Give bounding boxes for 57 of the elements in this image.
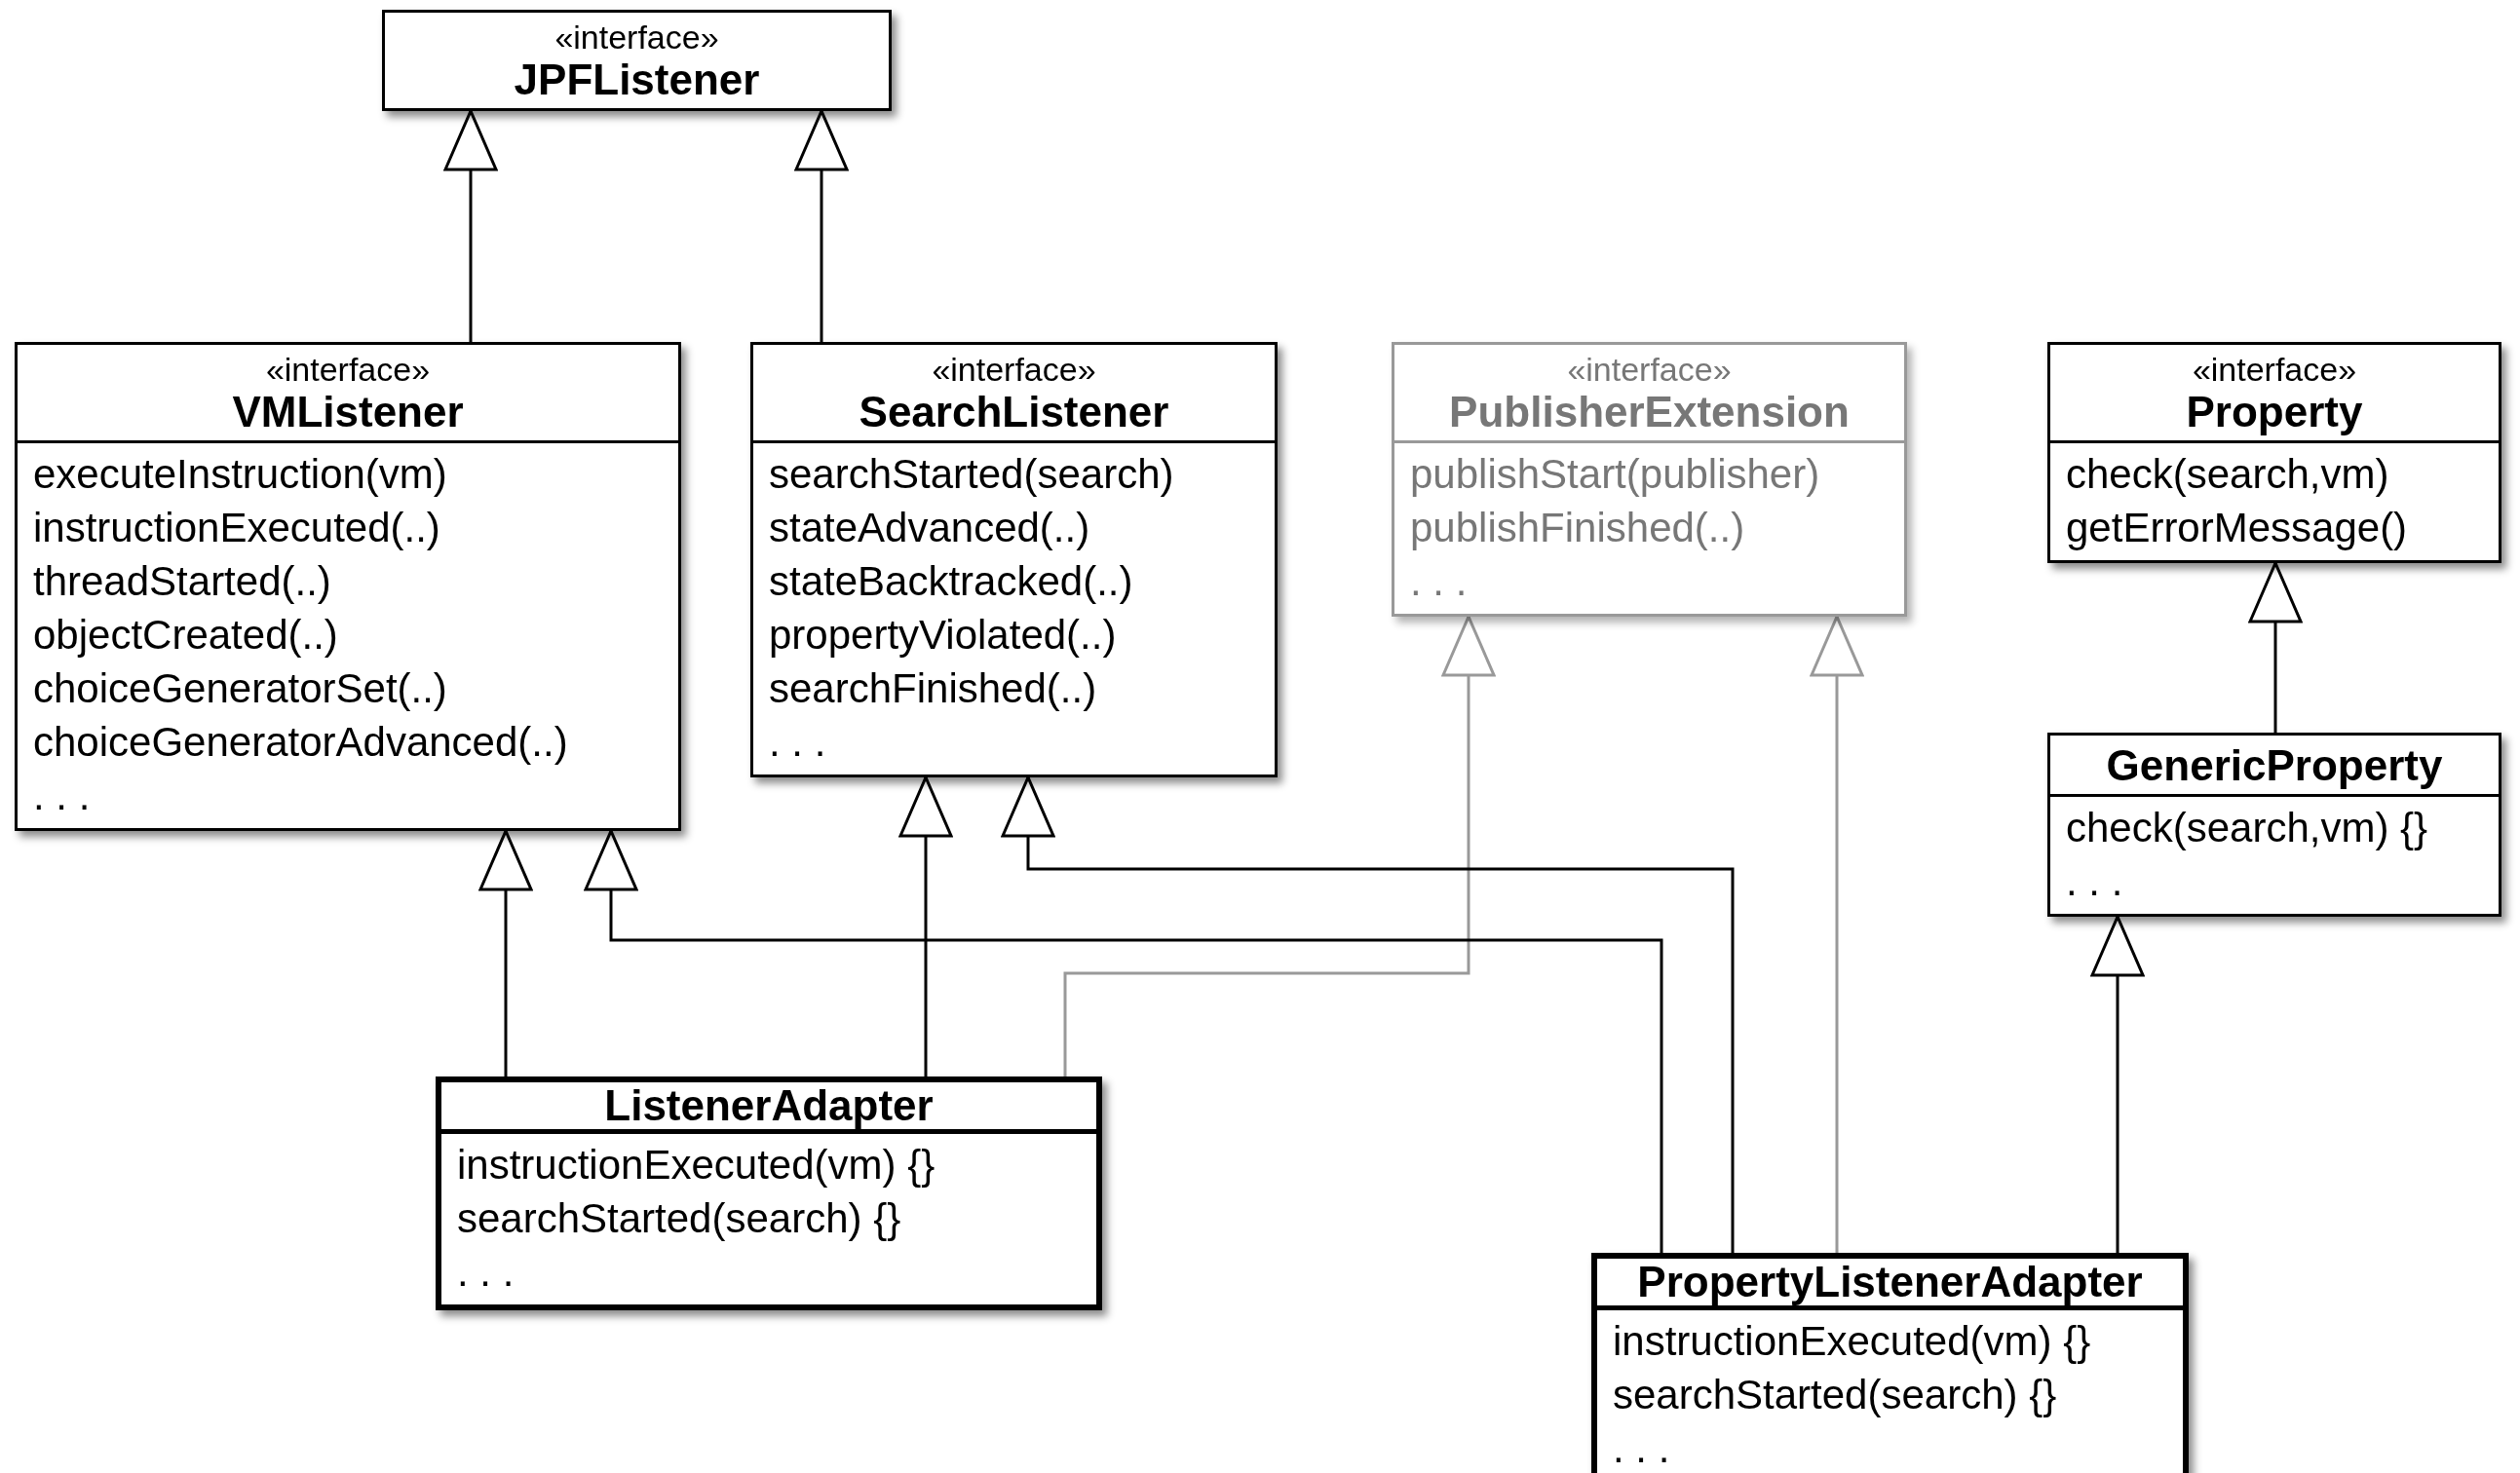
- method-label: instructionExecuted(..): [33, 504, 441, 552]
- method-label: . . .: [769, 718, 827, 767]
- method-label: . . .: [457, 1248, 515, 1297]
- method-label: check(search,vm) {}: [2066, 804, 2429, 852]
- class-name: PublisherExtension: [1448, 388, 1851, 436]
- inheritance-arrow: [584, 829, 1663, 1253]
- method-label: searchFinished(..): [769, 664, 1098, 713]
- method-label: instructionExecuted(vm) {}: [1613, 1317, 2092, 1366]
- inheritance-arrow: [2248, 561, 2303, 733]
- method-label: executeInstruction(vm): [33, 450, 448, 499]
- method-label: . . .: [1613, 1424, 1671, 1473]
- method-label: objectCreated(..): [33, 611, 339, 660]
- inheritance-arrow: [1810, 615, 1864, 1253]
- stereotype-label: «interface»: [264, 351, 432, 388]
- method-label: check(search,vm): [2066, 450, 2390, 499]
- class-name: JPFListener: [513, 56, 761, 104]
- class-box: [382, 10, 892, 111]
- inheritance-arrow: [2090, 915, 2145, 1253]
- class-box: [15, 342, 681, 831]
- method-label: choiceGeneratorSet(..): [33, 664, 448, 713]
- method-label: . . .: [1410, 557, 1469, 606]
- class-box: [1392, 342, 1907, 617]
- stereotype-label: «interface»: [931, 351, 1097, 388]
- class-name: Property: [2185, 388, 2364, 436]
- method-label: propertyViolated(..): [769, 611, 1118, 660]
- inheritance-arrow: [1001, 775, 1735, 1253]
- class-name: SearchListener: [858, 388, 1170, 436]
- method-label: . . .: [2066, 857, 2124, 906]
- method-label: searchStarted(search) {}: [1613, 1371, 2058, 1419]
- method-label: threadStarted(..): [33, 557, 332, 606]
- method-label: publishStart(publisher): [1410, 450, 1821, 499]
- class-name: GenericProperty: [2105, 741, 2444, 790]
- method-label: stateAdvanced(..): [769, 504, 1091, 552]
- class-box: [2047, 733, 2501, 917]
- class-box: [2047, 342, 2501, 563]
- class-box: [436, 1076, 1102, 1310]
- method-label: stateBacktracked(..): [769, 557, 1134, 606]
- method-label: publishFinished(..): [1410, 504, 1746, 552]
- class-name: ListenerAdapter: [603, 1082, 935, 1129]
- stereotype-label: «interface»: [554, 19, 720, 56]
- stereotype-label: «interface»: [2191, 351, 2358, 388]
- class-box: [1591, 1253, 2189, 1473]
- method-label: searchStarted(search) {}: [457, 1194, 902, 1243]
- method-label: searchStarted(search): [769, 450, 1175, 499]
- inheritance-arrow: [1063, 615, 1496, 1076]
- method-label: instructionExecuted(vm) {}: [457, 1141, 936, 1190]
- stereotype-label: «interface»: [1566, 351, 1733, 388]
- method-label: . . .: [33, 772, 92, 820]
- class-name: PropertyListenerAdapter: [1636, 1259, 2144, 1305]
- method-label: choiceGeneratorAdvanced(..): [33, 718, 569, 767]
- method-label: getErrorMessage(): [2066, 504, 2409, 552]
- inheritance-arrow: [443, 109, 498, 342]
- class-name: VMListener: [231, 388, 465, 436]
- inheritance-arrow: [478, 829, 533, 1076]
- inheritance-arrow: [898, 775, 953, 1076]
- class-box: [750, 342, 1278, 777]
- inheritance-arrow: [794, 109, 849, 342]
